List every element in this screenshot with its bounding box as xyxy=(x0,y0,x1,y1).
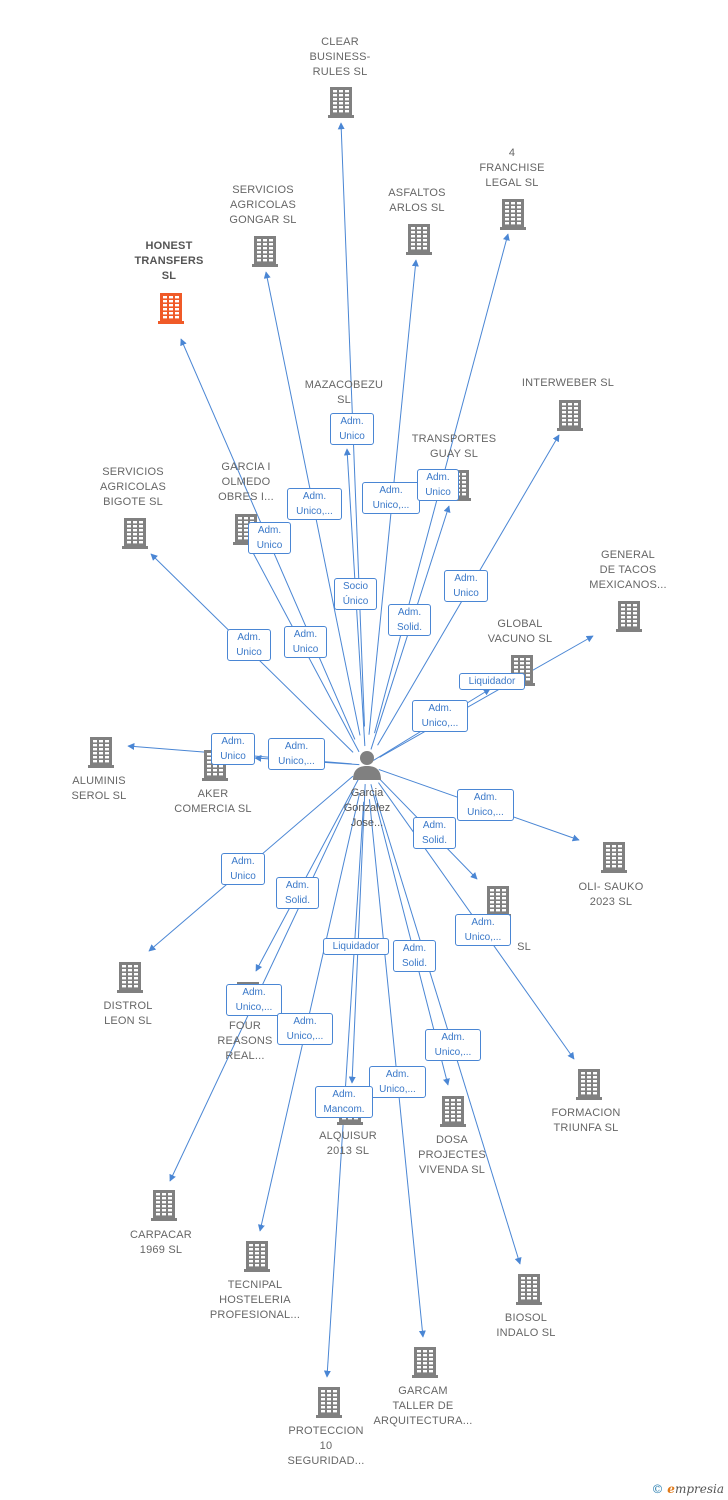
relation-label[interactable]: Adm. Unico,... xyxy=(412,700,468,732)
building-icon[interactable] xyxy=(244,1241,270,1272)
company-label-garcam[interactable]: GARCAM TALLER DE ARQUITECTURA... xyxy=(373,1385,473,1427)
relation-label[interactable]: Adm. Solid. xyxy=(388,604,431,636)
relation-label[interactable]: Adm. Unico xyxy=(417,469,459,501)
building-icon[interactable] xyxy=(557,400,583,431)
edge-alquisur xyxy=(348,784,366,1084)
building-icon[interactable] xyxy=(485,886,511,917)
company-label-proteccion[interactable]: PROTECCION 10 SEGURIDAD... xyxy=(287,1425,365,1467)
company-label-aker[interactable]: AKER COMERCIA SL xyxy=(174,788,252,815)
building-icon[interactable] xyxy=(328,87,354,118)
person-icon[interactable] xyxy=(350,748,384,782)
company-label-franchise[interactable]: 4 FRANCHISE LEGAL SL xyxy=(479,147,545,189)
company-label-formacion[interactable]: FORMACION TRIUNFA SL xyxy=(551,1107,621,1134)
relation-label[interactable]: Adm. Solid. xyxy=(413,817,456,849)
company-label-aluminis[interactable]: ALUMINIS SEROL SL xyxy=(71,775,127,802)
building-icon[interactable] xyxy=(316,1387,342,1418)
relation-label[interactable]: Liquidador xyxy=(459,673,525,690)
relation-label[interactable]: Adm. Unico xyxy=(248,522,291,554)
company-label-vacuno[interactable]: GLOBAL VACUNO SL xyxy=(487,618,553,645)
company-label-mazacobezu[interactable]: MAZACOBEZU SL xyxy=(304,379,384,406)
brand-logo-initial: e xyxy=(667,1482,675,1496)
company-label-olisauko[interactable]: OLI- SAUKO 2023 SL xyxy=(578,881,644,908)
edge-tecnipal xyxy=(257,792,361,1232)
company-label-alquisur[interactable]: ALQUISUR 2013 SL xyxy=(319,1130,377,1157)
company-label-biosol[interactable]: BIOSOL INDALO SL xyxy=(496,1312,556,1339)
edge-tacos xyxy=(379,635,594,758)
relation-label[interactable]: Adm. Unico,... xyxy=(369,1066,426,1098)
relation-label[interactable]: Adm. Unico xyxy=(444,570,488,602)
building-icon[interactable] xyxy=(122,518,148,549)
relation-label[interactable]: Adm. Unico,... xyxy=(268,738,325,770)
company-label-bigote[interactable]: SERVICIOS AGRICOLAS BIGOTE SL xyxy=(100,466,166,508)
building-icon[interactable] xyxy=(500,199,526,230)
relation-label[interactable]: Adm. Solid. xyxy=(276,877,319,909)
company-label-distrol[interactable]: DISTROL LEON SL xyxy=(103,1000,153,1027)
company-label-transportes[interactable]: TRANSPORTES GUAY SL xyxy=(411,433,497,460)
relation-label[interactable]: Adm. Unico xyxy=(284,626,327,658)
company-label-olmedo[interactable]: GARCIA I OLMEDO OBRES I... xyxy=(218,461,274,503)
edge-fourreasons xyxy=(255,777,360,972)
relation-label[interactable]: Liquidador xyxy=(323,938,389,955)
building-icon[interactable] xyxy=(252,236,278,267)
center-person-label[interactable]: Garcia Gonzalez Jose... xyxy=(343,787,391,829)
building-icon[interactable] xyxy=(440,1096,466,1127)
company-label-fourreasons[interactable]: FOUR REASONS REAL... xyxy=(217,1020,273,1062)
relation-label[interactable]: Adm. Unico,... xyxy=(277,1013,333,1045)
company-label-interweber[interactable]: INTERWEBER SL xyxy=(521,377,615,389)
company-label-carpacar[interactable]: CARPACAR 1969 SL xyxy=(130,1229,192,1256)
company-label-asfaltos[interactable]: ASFALTOS ARLOS SL xyxy=(388,187,446,214)
building-icon[interactable] xyxy=(516,1274,542,1305)
relation-label[interactable]: Adm. Unico,... xyxy=(455,914,511,946)
copyright-symbol: © xyxy=(651,1482,664,1496)
building-icon[interactable] xyxy=(412,1347,438,1378)
relation-label[interactable]: Socio Único xyxy=(334,578,377,610)
building-icon[interactable] xyxy=(158,293,184,324)
building-icon[interactable] xyxy=(601,842,627,873)
copyright-footer: © empresia xyxy=(651,1482,724,1496)
buildings-layer xyxy=(88,87,642,1418)
relation-label[interactable]: Adm. Solid. xyxy=(393,940,436,972)
building-icon[interactable] xyxy=(151,1190,177,1221)
relation-label[interactable]: Adm. Unico xyxy=(221,853,265,885)
relation-label[interactable]: Adm. Unico,... xyxy=(362,482,420,514)
building-icon[interactable] xyxy=(117,962,143,993)
company-label-dosa[interactable]: DOSA PROJECTES VIVENDA SL xyxy=(418,1134,486,1176)
building-icon[interactable] xyxy=(576,1069,602,1100)
company-label-tacos[interactable]: GENERAL DE TACOS MEXICANOS... xyxy=(589,549,667,591)
company-label-honest[interactable]: HONEST TRANSFERS SL xyxy=(134,240,204,282)
relation-label[interactable]: Adm. Unico,... xyxy=(287,488,342,520)
company-label-gongar[interactable]: SERVICIOS AGRICOLAS GONGAR SL xyxy=(229,184,297,226)
relation-label[interactable]: Adm. Unico,... xyxy=(425,1029,481,1061)
building-icon[interactable] xyxy=(406,224,432,255)
company-label-sl_hidden[interactable]: SL xyxy=(517,941,531,953)
company-label-tecnipal[interactable]: TECNIPAL HOSTELERIA PROFESIONAL... xyxy=(209,1279,301,1321)
relation-label[interactable]: Adm. Mancom. xyxy=(315,1086,373,1118)
relation-label[interactable]: Adm. Unico xyxy=(211,733,255,765)
company-label-clear[interactable]: CLEAR BUSINESS- RULES SL xyxy=(309,36,371,78)
relation-label[interactable]: Adm. Unico xyxy=(330,413,374,445)
relation-label[interactable]: Adm. Unico xyxy=(227,629,271,661)
building-icon[interactable] xyxy=(88,737,114,768)
building-icon[interactable] xyxy=(616,601,642,632)
brand-logo-text: mpresia xyxy=(674,1482,724,1496)
relation-label[interactable]: Adm. Unico,... xyxy=(457,789,514,821)
relation-label[interactable]: Adm. Unico,... xyxy=(226,984,282,1016)
